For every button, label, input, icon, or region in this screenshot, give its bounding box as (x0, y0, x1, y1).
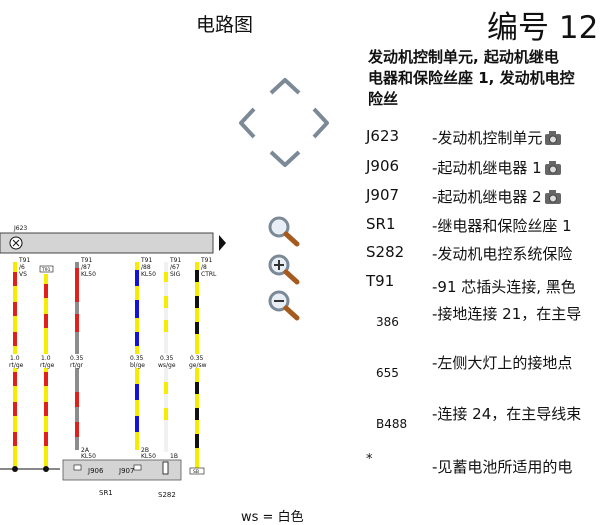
wire-gauge: 1.0 (41, 355, 51, 362)
relay-label: J906 (87, 467, 104, 475)
legend-desc: -发动机控制单元 (432, 129, 543, 147)
camera-icon[interactable] (544, 189, 562, 205)
arrow-right-icon[interactable] (219, 235, 226, 251)
t91-plug-box (39, 265, 54, 273)
zoom-fit-icon[interactable] (266, 215, 302, 247)
zoom-in-icon[interactable] (266, 253, 302, 285)
legend-code: S282 (366, 243, 405, 261)
pin-label: CTRL (201, 271, 217, 278)
relay-pin-label: 2B (141, 447, 149, 454)
legend-desc: -91 芯插头连接, 黑色 (432, 278, 576, 296)
wire-color: ge/sw (189, 362, 207, 369)
wire-color: rt/gr (70, 362, 84, 369)
wire-color-note: ws = 白色 (241, 510, 304, 525)
pin-label: SIG (170, 271, 181, 278)
bottom-label: S282 (158, 491, 176, 499)
legend-code: 386 (376, 315, 399, 329)
pan-up-icon[interactable] (267, 75, 303, 97)
legend-desc: -连接 24，在主导线束 (432, 405, 582, 423)
pin-label: T91 (200, 257, 212, 264)
legend-desc: -起动机继电器 1 (432, 159, 542, 177)
wire-gauge: 0.35 (70, 355, 84, 362)
fuse-icon (162, 461, 169, 475)
pin-label: VS (19, 271, 27, 278)
pin-label: T91 (41, 267, 51, 273)
document-number: 编号 12 (487, 10, 599, 46)
circuit-diagram: J623 (0, 225, 226, 499)
legend-code: T91 (366, 272, 395, 290)
wire-gauge: 0.35 (190, 355, 204, 362)
wire-color: rt/ge (9, 362, 24, 369)
legend-code: SR1 (366, 215, 396, 233)
legend-code: 655 (376, 366, 399, 380)
wire-color: rt/ge (40, 362, 55, 369)
document-heading: 发动机控制单元, 起动机继电 电器和保险丝座 1, 发动机电控 险丝 (368, 47, 605, 110)
relay-pin-label: 2A (81, 447, 90, 454)
pin-label: T91 (169, 257, 181, 264)
legend-code: J906 (366, 157, 400, 175)
relay-label: J907 (118, 467, 134, 475)
pin-label: /8 (201, 264, 207, 271)
diagram-title: 电路图 (196, 14, 254, 36)
legend-desc: -发动机电控系统保险 (432, 245, 573, 263)
sr1-relay-box (62, 459, 182, 481)
bottom-label: SR1 (99, 489, 113, 497)
j623-module-bar (0, 232, 214, 254)
pan-down-icon[interactable] (267, 148, 303, 170)
legend-code: J623 (366, 127, 400, 145)
pin-label: /67 (170, 264, 180, 271)
legend-desc: -接地连接 21，在主导 (432, 305, 582, 323)
legend-desc: -左侧大灯上的接地点 (432, 354, 573, 372)
wire-gauge: 1.0 (10, 355, 20, 362)
wire-gauge: 0.35 (160, 355, 174, 362)
pin-label: /87 (81, 264, 91, 271)
legend-desc: -起动机继电器 2 (432, 188, 542, 206)
heading-line: 发动机控制单元, 起动机继电 (368, 48, 559, 66)
module-label: J623 (13, 225, 27, 232)
legend-desc: -见蓄电池所适用的电 (432, 458, 573, 476)
heading-line: 险丝 (368, 90, 399, 108)
pin-label: SB (193, 469, 199, 475)
relay-pin-label: KL50 (141, 453, 156, 460)
pin-label: KL50 (141, 271, 156, 278)
wire-gauge: 0.35 (130, 355, 144, 362)
heading-line: 电器和保险丝座 1, 发动机电控 (368, 69, 575, 87)
zoom-out-icon[interactable] (266, 289, 302, 321)
wire-color: bl/ge (130, 362, 145, 369)
legend-desc: -继电器和保险丝座 1 (432, 217, 572, 235)
relay-pin-label: KL50 (81, 453, 96, 460)
pin-label: /6 (19, 264, 25, 271)
pin-label: T91 (140, 257, 152, 264)
sb-connector-box (189, 467, 205, 475)
pin-label: KL50 (81, 271, 96, 278)
relay-pin-label: 1B (170, 453, 178, 460)
pan-left-icon[interactable] (236, 106, 258, 140)
camera-icon[interactable] (544, 160, 562, 176)
pin-label: T91 (80, 257, 92, 264)
pan-right-icon[interactable] (310, 106, 332, 140)
legend-code: B488 (376, 417, 408, 431)
pin-label: T91 (18, 257, 30, 264)
legend-code: J907 (366, 186, 400, 204)
camera-icon[interactable] (544, 130, 562, 146)
wire-color: ws/ge (158, 362, 176, 369)
legend-code: * (366, 452, 373, 467)
pin-label: /88 (141, 264, 151, 271)
